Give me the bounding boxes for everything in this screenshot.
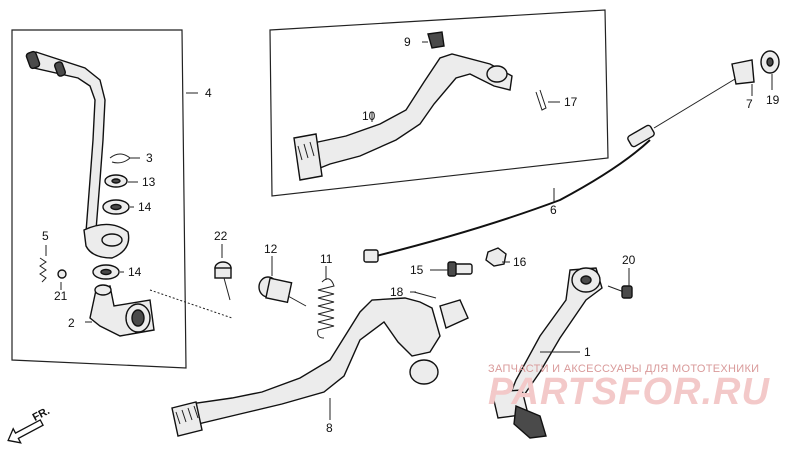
pin-17 <box>535 89 547 111</box>
washer-14-lower-hole <box>100 268 112 276</box>
brake-pedal-8 <box>171 297 469 437</box>
label-5: 5 <box>42 229 49 243</box>
kickstarter-group-box <box>11 29 187 369</box>
label-6: 6 <box>550 203 557 217</box>
cap-19 <box>760 50 780 74</box>
label-21: 21 <box>54 289 68 303</box>
label-7: 7 <box>746 97 753 111</box>
label-14-upper: 14 <box>138 200 152 214</box>
label-14-lower: 14 <box>128 265 142 279</box>
watermark-subtitle: ЗАПЧАСТИ И АКСЕССУАРЫ ДЛЯ МОТОТЕХНИКИ <box>488 363 759 375</box>
circlip-3 <box>109 153 131 164</box>
front-direction-label: FR. <box>31 405 52 424</box>
bolt-15 <box>447 261 473 277</box>
brake-cable-6 <box>363 59 755 263</box>
label-17: 17 <box>564 95 578 109</box>
watermark-brand: PARTSFOR.RU <box>488 371 770 413</box>
gear-change-pedal-1 <box>491 267 603 439</box>
kickstarter-arm <box>25 50 130 259</box>
label-16: 16 <box>513 255 527 269</box>
bolt-20 <box>607 285 633 299</box>
label-19: 19 <box>766 93 780 107</box>
label-2: 2 <box>68 316 75 330</box>
label-18: 18 <box>390 285 404 299</box>
spring-5 <box>39 257 47 283</box>
cotter-pin-18 <box>413 291 437 299</box>
front-direction-arrow <box>7 419 44 444</box>
nut-16 <box>485 247 507 267</box>
label-12: 12 <box>264 242 278 256</box>
label-11: 11 <box>320 252 333 266</box>
clip-9 <box>427 31 445 49</box>
ball-21 <box>57 269 67 279</box>
label-8: 8 <box>326 421 333 435</box>
brake-pedal-group-box <box>269 9 609 197</box>
pivot-bolt-12 <box>258 276 307 307</box>
label-9: 9 <box>404 35 411 49</box>
label-20: 20 <box>622 253 636 267</box>
washer-13-hole <box>111 178 121 184</box>
label-1: 1 <box>584 345 591 359</box>
label-3: 3 <box>146 151 153 165</box>
spindle-to-bolt-leader <box>149 289 233 319</box>
kickstarter-spindle-2 <box>89 284 155 337</box>
bolt-22 <box>214 261 232 301</box>
label-22: 22 <box>214 229 228 243</box>
brake-pedal-10 <box>293 53 513 181</box>
label-4: 4 <box>205 86 212 100</box>
label-13: 13 <box>142 175 156 189</box>
return-spring-11 <box>317 278 335 339</box>
leader-lines <box>45 41 773 420</box>
label-10: 10 <box>362 109 376 123</box>
washer-14-upper-hole <box>110 203 122 211</box>
label-15: 15 <box>410 263 424 277</box>
